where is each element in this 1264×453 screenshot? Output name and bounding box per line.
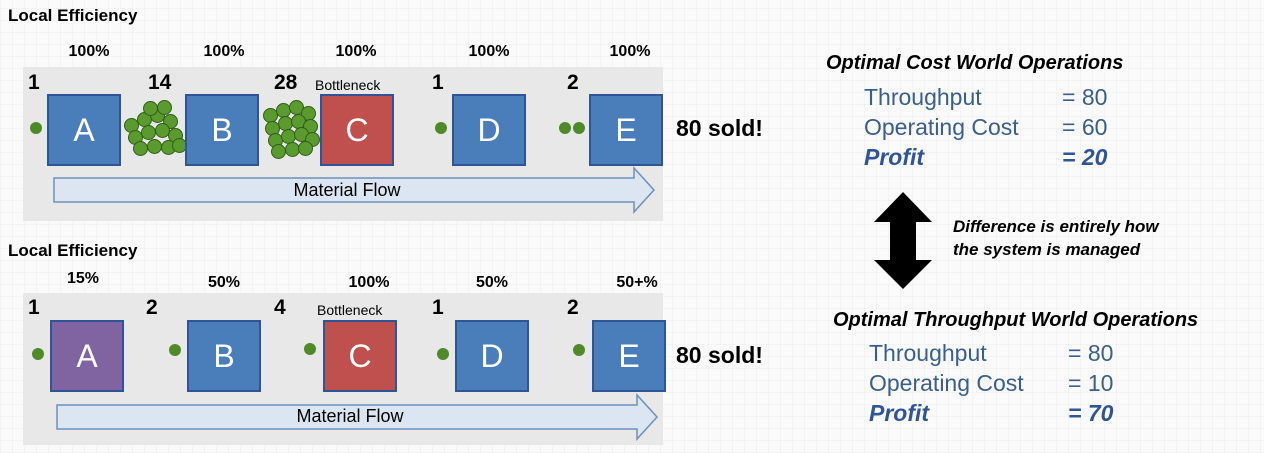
top-inventory-a: 1 xyxy=(28,71,40,94)
optimal-cost-title: Optimal Cost World Operations xyxy=(826,52,1124,74)
top-inventory-e: 2 xyxy=(567,71,579,94)
top-inventory-dot-e2 xyxy=(573,122,585,134)
bottom-inventory-dot-b1 xyxy=(169,344,181,356)
bottom-station-b: B xyxy=(187,320,261,392)
optimal-throughput-profit-value: = 70 xyxy=(1068,400,1114,426)
top-station-d: D xyxy=(452,94,526,166)
top-percent-b: 100% xyxy=(203,43,245,60)
difference-note-line1: Difference is entirely how xyxy=(953,217,1159,236)
top-section-title: Local Efficiency xyxy=(8,6,138,25)
bottom-inventory-dot-c1 xyxy=(304,343,316,355)
bottom-station-e: E xyxy=(592,320,666,392)
bottom-percent-b: 50% xyxy=(207,274,241,291)
optimal-throughput-throughput-value: = 80 xyxy=(1068,340,1114,366)
bottom-station-c-bottleneck: C xyxy=(323,320,397,392)
bottom-percent-d: 50% xyxy=(475,274,509,291)
top-station-e: E xyxy=(589,94,663,166)
optimal-cost-opcost-label: Operating Cost xyxy=(864,114,1019,140)
top-material-flow-arrow xyxy=(53,166,656,214)
difference-note: Difference is entirely how the system is… xyxy=(953,215,1159,261)
bottom-inventory-b: 2 xyxy=(146,296,158,319)
optimal-throughput-opcost-value: = 10 xyxy=(1068,370,1114,396)
optimal-cost-profit-label: Profit xyxy=(864,144,925,170)
bottom-material-flow-label: Material Flow xyxy=(296,406,404,426)
bottom-inventory-a: 1 xyxy=(28,296,40,319)
top-station-c-bottleneck: C xyxy=(320,94,394,166)
optimal-cost-throughput-label: Throughput xyxy=(864,84,982,110)
top-percent-d: 100% xyxy=(468,43,510,60)
double-arrow-icon xyxy=(874,192,932,289)
top-station-b: B xyxy=(185,94,259,166)
top-percent-e: 100% xyxy=(609,43,651,60)
optimal-throughput-throughput-label: Throughput xyxy=(869,340,987,366)
top-percent-c: 100% xyxy=(335,43,377,60)
bottom-sold-label: 80 sold! xyxy=(676,342,763,368)
bottom-percent-c: 100% xyxy=(348,274,390,291)
top-material-flow-label: Material Flow xyxy=(293,180,401,200)
top-station-a: A xyxy=(47,94,121,166)
bottom-material-flow-arrow xyxy=(56,393,659,441)
optimal-throughput-profit-label: Profit xyxy=(869,400,930,426)
optimal-throughput-title: Optimal Throughput World Operations xyxy=(833,309,1199,331)
optimal-cost-opcost-value: = 60 xyxy=(1062,114,1108,140)
bottom-section-title: Local Efficiency xyxy=(8,241,138,260)
bottom-inventory-c: 4 xyxy=(274,296,286,319)
bottom-inventory-dot-d xyxy=(437,348,449,360)
difference-note-line2: the system is managed xyxy=(953,240,1141,259)
top-bottleneck-label: Bottleneck xyxy=(315,77,381,93)
top-inventory-d: 1 xyxy=(432,71,444,94)
top-inventory-b: 14 xyxy=(148,71,172,94)
bottom-percent-a: 15% xyxy=(66,270,100,287)
bottom-inventory-dot-a xyxy=(32,348,44,360)
top-sold-label: 80 sold! xyxy=(676,115,763,141)
bottom-station-a: A xyxy=(50,320,124,392)
bottom-bottleneck-label: Bottleneck xyxy=(317,302,383,318)
bottom-inventory-e: 2 xyxy=(567,296,579,319)
bottom-inventory-d: 1 xyxy=(432,296,444,319)
optimal-cost-throughput-value: = 80 xyxy=(1062,84,1108,110)
optimal-throughput-opcost-label: Operating Cost xyxy=(869,370,1024,396)
top-inventory-c: 28 xyxy=(274,71,298,94)
optimal-cost-profit-value: = 20 xyxy=(1062,144,1108,170)
top-percent-a: 100% xyxy=(68,43,110,60)
bottom-station-d: D xyxy=(455,320,529,392)
bottom-percent-e: 50+% xyxy=(616,274,658,291)
bottom-inventory-dot-e1 xyxy=(573,344,585,356)
top-inventory-dot-e1 xyxy=(559,122,571,134)
top-inventory-dot xyxy=(30,122,42,134)
top-inventory-dot-d xyxy=(435,122,447,134)
